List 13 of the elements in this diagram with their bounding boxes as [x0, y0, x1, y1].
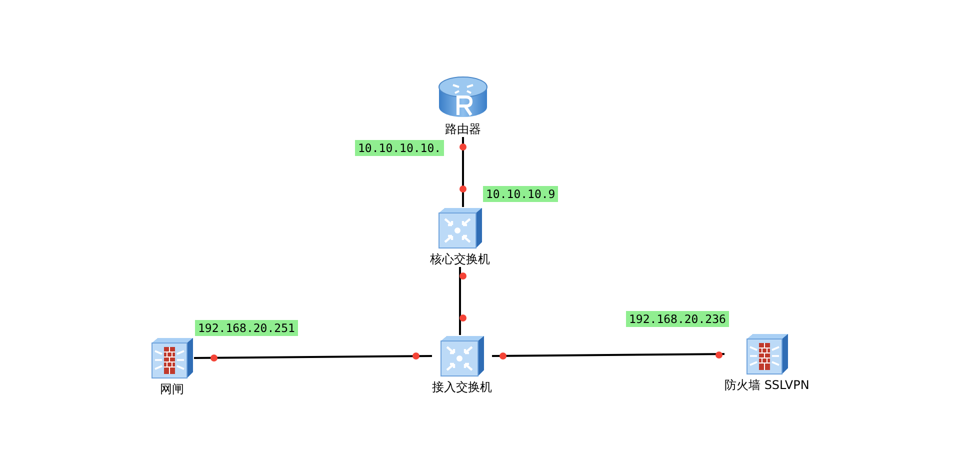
connector-line	[492, 353, 724, 357]
ip-label: 10.10.10.9	[483, 186, 558, 202]
device-label: 路由器	[445, 122, 481, 137]
device-label: 防火墙 SSLVPN	[724, 378, 810, 393]
connector-line	[462, 137, 464, 207]
ip-label: 192.168.20.251	[195, 320, 298, 336]
ip-label: 10.10.10.10.	[355, 140, 444, 156]
ip-label: 192.168.20.236	[626, 311, 729, 327]
connector-line	[459, 267, 461, 335]
device-label: 核心交换机	[430, 252, 490, 267]
device-label: 接入交换机	[432, 380, 492, 395]
device-label: 网闸	[160, 382, 184, 397]
connector-line	[194, 355, 432, 359]
